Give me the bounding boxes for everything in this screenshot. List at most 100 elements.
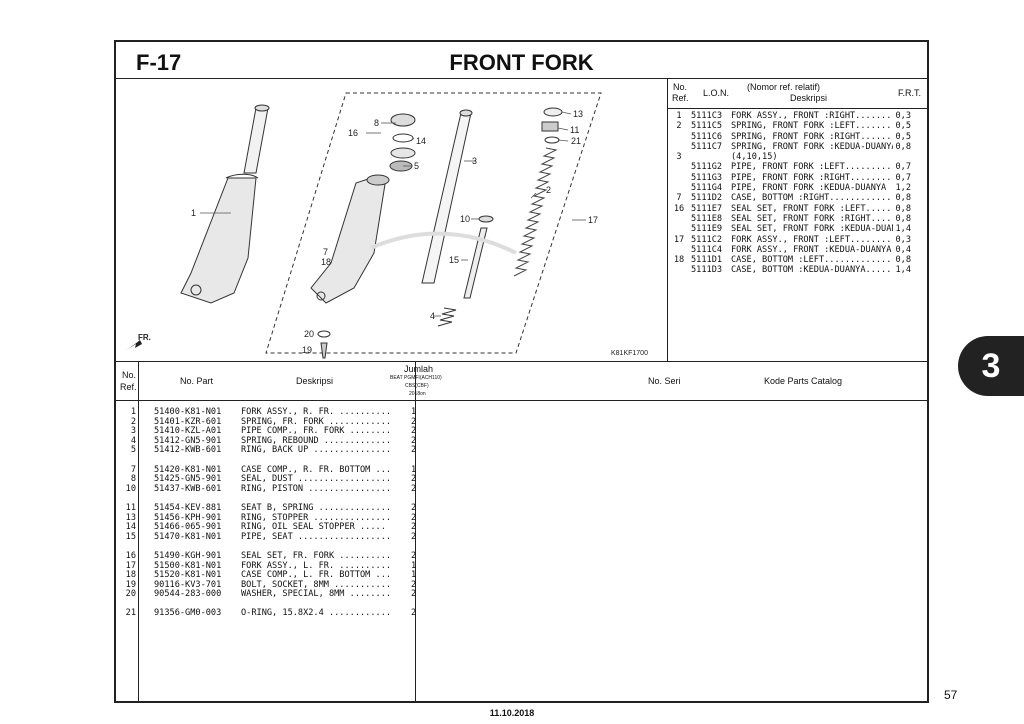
exploded-diagram: 1 2 3 4 5 7 8 10 11 13 14 15 16 17 18 19… bbox=[116, 78, 668, 361]
lon-row: 3(4,10,15) bbox=[667, 152, 927, 162]
assembly-boundary bbox=[265, 92, 602, 354]
part-ref-no: 14 bbox=[125, 522, 136, 533]
part-description: SEAL SET, FR. FORK .......... bbox=[241, 550, 392, 561]
lon-ref-no bbox=[667, 224, 691, 234]
lon-ref-no bbox=[667, 142, 691, 152]
lon-frt bbox=[893, 152, 911, 162]
part-quantity: 2 bbox=[411, 550, 417, 561]
part-description: RING, OIL SEAL STOPPER ..... bbox=[241, 522, 386, 533]
parts-table-header: No. Ref. No. Part Deskripsi Jumlah BEAT … bbox=[116, 361, 927, 401]
lon-description: CASE, BOTTOM :KEDUA-DUANYA..... bbox=[731, 265, 892, 276]
lon-ref-no: 2 bbox=[676, 121, 682, 132]
seal-set-illustration bbox=[389, 113, 416, 172]
lon-ref-no: 7 bbox=[676, 193, 682, 204]
lon-ref-no bbox=[667, 214, 691, 224]
callout-5: 5 bbox=[414, 161, 419, 171]
part-ref-no: 5 bbox=[130, 445, 136, 456]
fork-assy-right-illustration bbox=[180, 104, 270, 304]
callout-20: 20 bbox=[304, 329, 314, 339]
part-ref-no: 7 bbox=[130, 464, 136, 475]
row-spacer bbox=[116, 456, 927, 466]
lon-ref-no bbox=[667, 183, 691, 193]
parts-header-no: No. bbox=[122, 370, 137, 380]
part-quantity: 2 bbox=[411, 502, 417, 513]
lon-ref-no bbox=[667, 265, 691, 275]
lon-frt: 0,5 bbox=[895, 121, 911, 132]
lon-ref-no: 18 bbox=[673, 255, 685, 266]
part-description: PIPE, SEAT .................. bbox=[241, 531, 392, 542]
lon-table: No. Ref. L.O.N. (Nomor ref. relatif) Des… bbox=[667, 78, 927, 361]
lon-frt: 1,4 bbox=[895, 224, 911, 235]
part-quantity: 2 bbox=[411, 589, 417, 600]
part-description: SEAL, DUST .................. bbox=[241, 474, 392, 485]
lon-description: SEAL SET, FRONT FORK :KEDUA-DUANYA bbox=[731, 224, 893, 235]
part-ref-no: 20 bbox=[125, 589, 136, 600]
part-number: 51400-K81-N01 bbox=[154, 407, 222, 417]
part-ref-no: 17 bbox=[125, 560, 136, 571]
lon-header-ref: Ref. bbox=[672, 93, 689, 103]
part-quantity: 2 bbox=[411, 474, 417, 485]
column-divider bbox=[415, 361, 416, 703]
part-quantity: 2 bbox=[411, 608, 417, 619]
lon-description: FORK ASSY., FRONT :KEDUA-DUANYA bbox=[731, 244, 892, 255]
part-number: 51401-KZR-601 bbox=[154, 416, 222, 427]
callout-21: 21 bbox=[571, 136, 581, 146]
front-fork-drawing: 1 2 3 4 5 7 8 10 11 13 14 15 16 17 18 19… bbox=[126, 92, 648, 359]
lon-description: FORK ASSY., FRONT :RIGHT....... bbox=[731, 111, 892, 121]
rebound-spring-illustration bbox=[437, 307, 457, 327]
fork-pipe-illustration bbox=[421, 109, 473, 284]
lon-frt: 0,8 bbox=[895, 141, 911, 152]
part-ref-no: 3 bbox=[130, 426, 136, 437]
row-spacer bbox=[116, 600, 927, 610]
callout-16: 16 bbox=[348, 128, 358, 138]
honda-watermark bbox=[370, 231, 517, 255]
lon-table-header: No. Ref. L.O.N. (Nomor ref. relatif) Des… bbox=[667, 78, 927, 109]
part-description: FORK ASSY., R. FR. .......... bbox=[241, 407, 392, 417]
part-number: 51500-K81-N01 bbox=[154, 560, 222, 571]
print-date: 11.10.2018 bbox=[489, 708, 535, 718]
row-spacer bbox=[116, 542, 927, 552]
part-ref-no: 21 bbox=[125, 608, 136, 619]
lon-frt: 0,3 bbox=[895, 234, 911, 245]
part-quantity: 1 bbox=[411, 407, 417, 417]
part-description: BOLT, SOCKET, 8MM ........... bbox=[241, 579, 392, 590]
part-quantity: 2 bbox=[411, 483, 417, 494]
seat-pipe-illustration bbox=[463, 227, 488, 299]
callout-4: 4 bbox=[430, 311, 435, 321]
part-number: 51470-K81-N01 bbox=[154, 531, 222, 542]
callout-8: 8 bbox=[374, 118, 379, 128]
lon-frt: 0,7 bbox=[895, 162, 911, 173]
callout-17: 17 bbox=[588, 215, 598, 225]
lon-description: SPRING, FRONT FORK :KEDUA-DUANYA bbox=[731, 141, 893, 152]
part-ref-no: 16 bbox=[125, 550, 136, 561]
part-description: SPRING, REBOUND ............. bbox=[241, 435, 392, 446]
catalog-page-frame: F-17 FRONT FORK bbox=[114, 40, 929, 703]
lon-code: 5111D3 bbox=[691, 265, 723, 276]
callout-15: 15 bbox=[449, 255, 459, 265]
lon-ref-no: 3 bbox=[676, 152, 682, 163]
lon-ref-no: 17 bbox=[673, 234, 685, 245]
diagram-ref-code: K81KF1700 bbox=[611, 350, 648, 357]
part-ref-no: 1 bbox=[130, 407, 136, 417]
parts-header-serial: No. Seri bbox=[648, 376, 681, 386]
lon-description: PIPE, FRONT FORK :LEFT......... bbox=[731, 162, 892, 173]
lon-header-desc: Deskripsi bbox=[790, 93, 828, 103]
lon-code: 5111E8 bbox=[691, 213, 723, 224]
